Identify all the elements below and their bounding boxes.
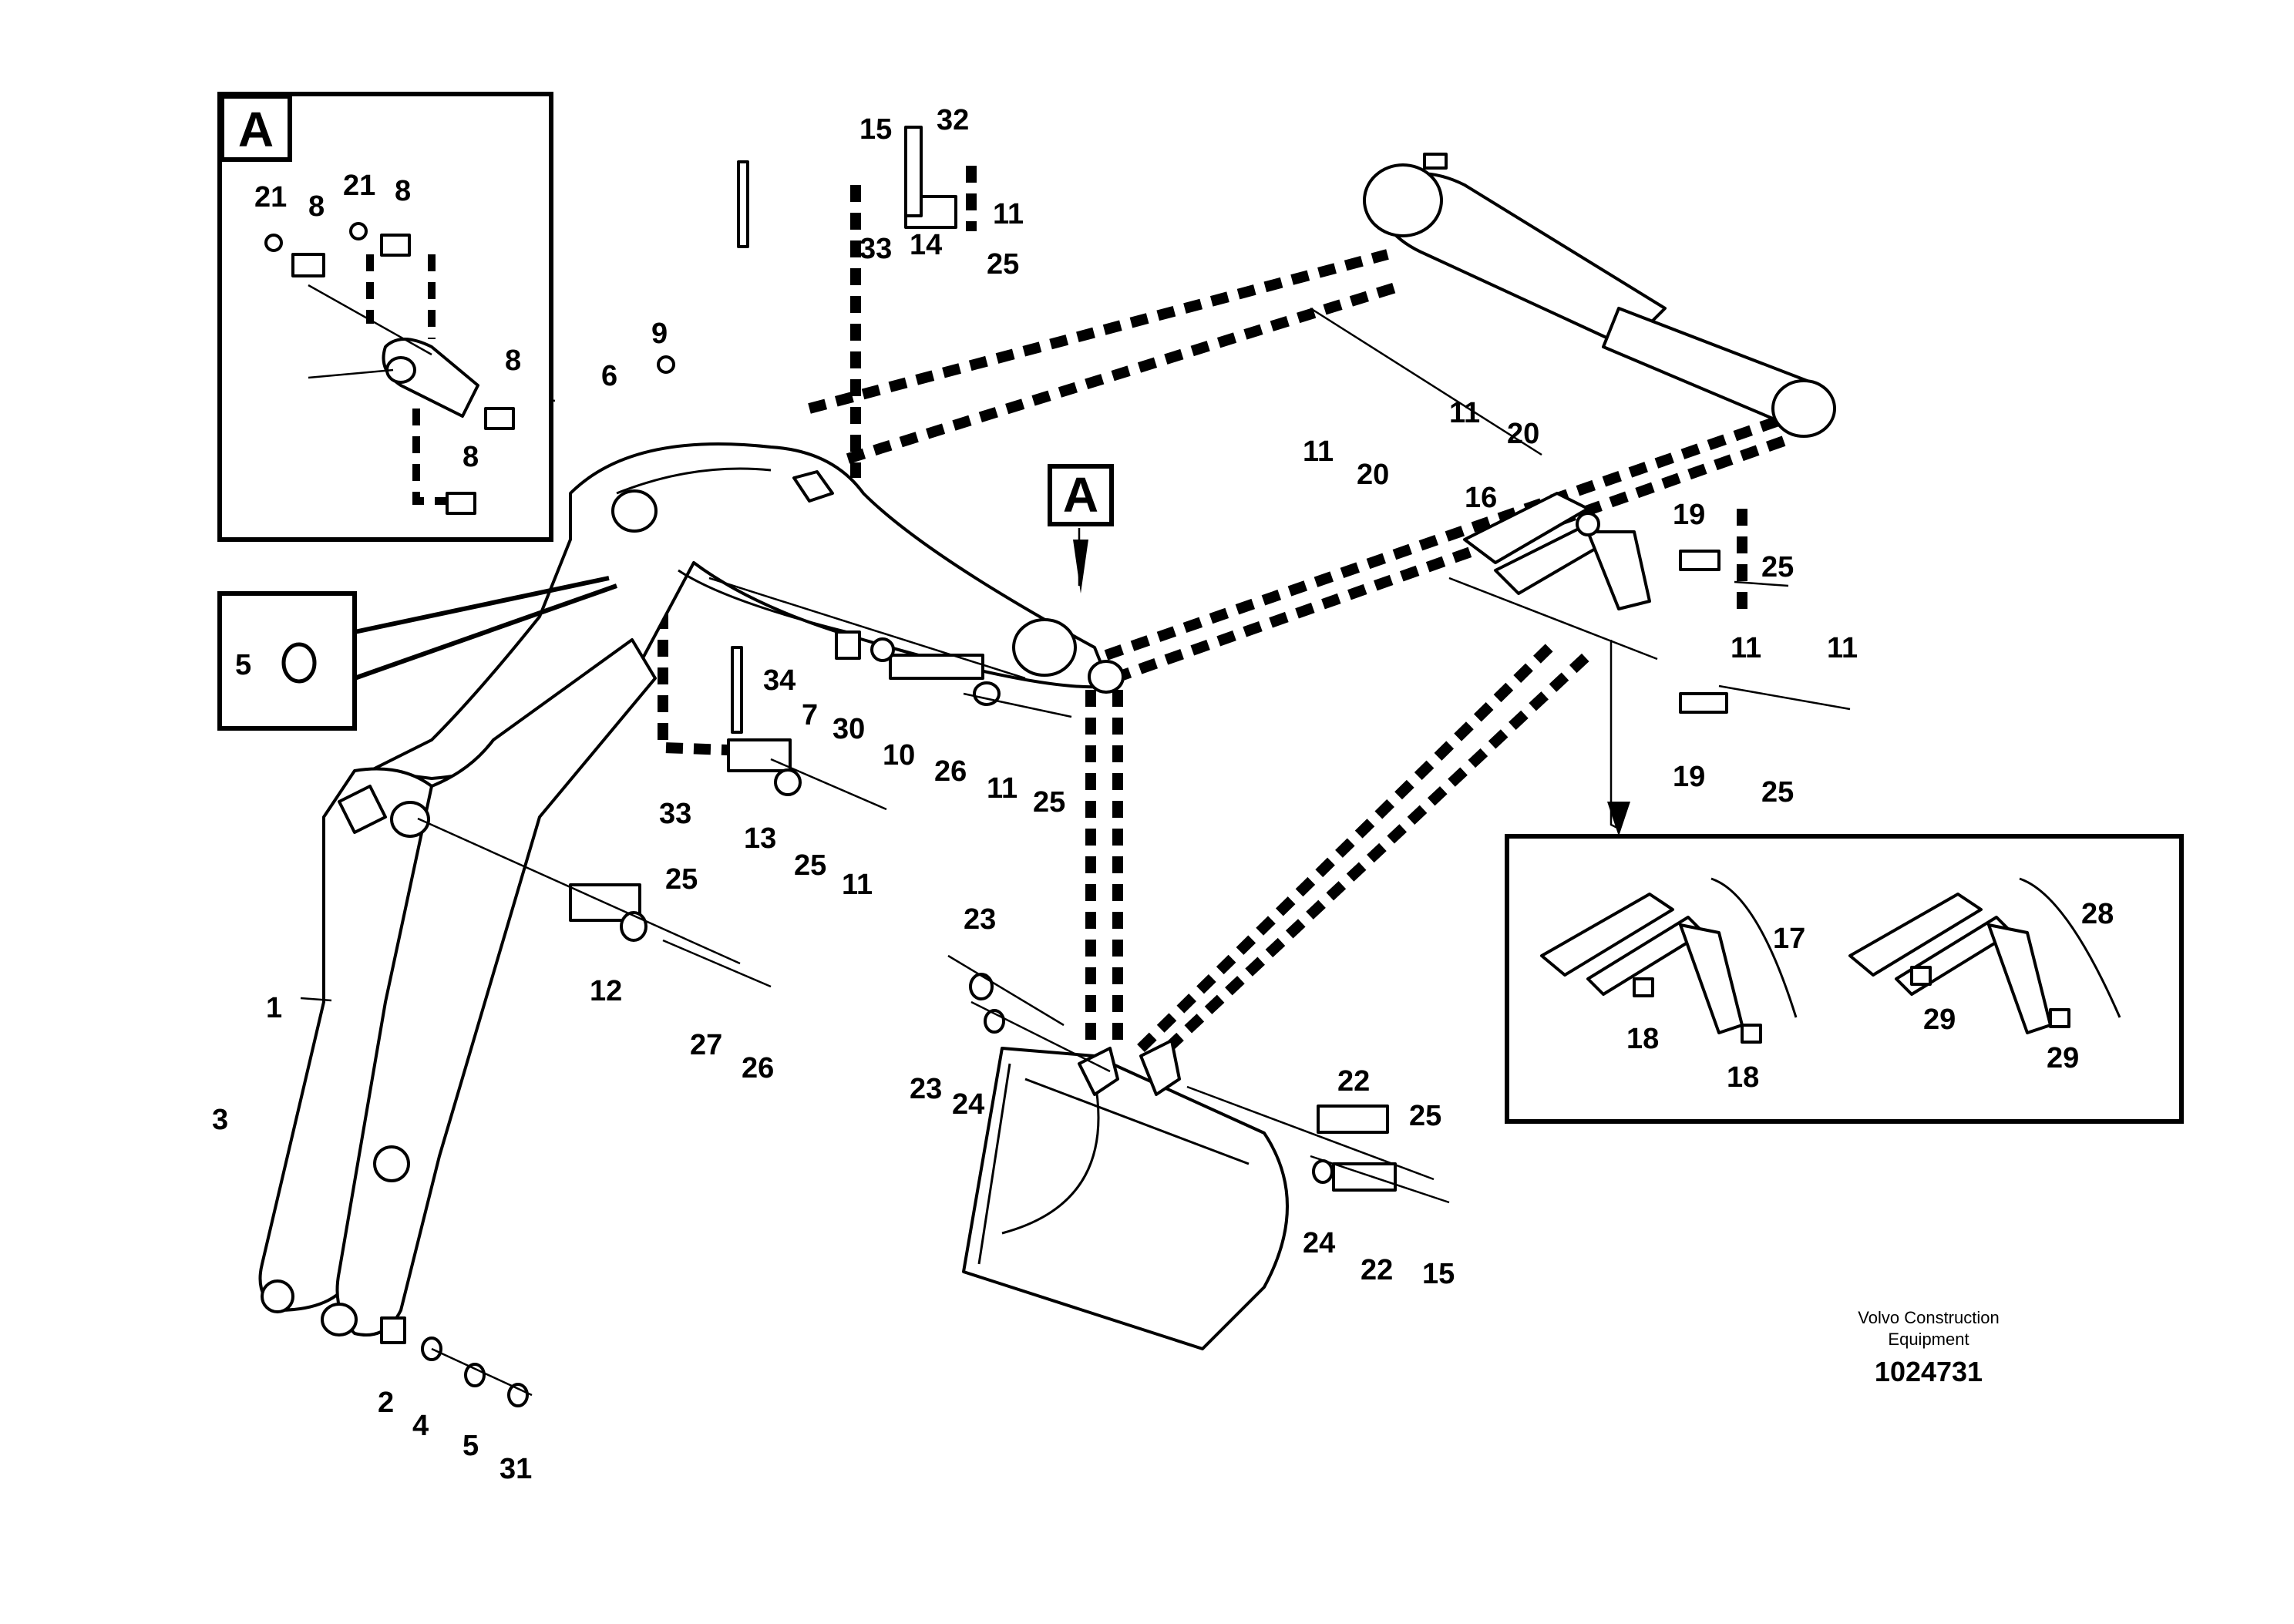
detail-a-marker [220,94,292,162]
callout: 7 [802,699,818,731]
callout: 29 [1923,1004,1956,1036]
callout: 3 [212,1104,228,1136]
boom-detail-a-marker: A [1048,464,1114,593]
callout: 5 [462,1430,479,1462]
callout: 5 [235,649,251,681]
callout: 6 [601,360,617,392]
detail-a-box: A [217,92,553,542]
callout: 32 [937,104,969,136]
callout: 11 [842,869,873,901]
callouts-upper-pin: 15 32 11 33 14 25 [859,104,1024,281]
lift-cylinder [1363,153,1836,438]
callout: 8 [395,175,411,207]
callout: 8 [308,190,325,223]
callout: 18 [1626,1023,1659,1055]
callout: 23 [910,1073,942,1105]
bucket [962,1039,1289,1350]
callout: 25 [665,863,698,896]
callout: 25 [1761,551,1794,583]
link-detail-box [1505,802,2184,1124]
callout: 11 [1731,632,1761,664]
callout: 19 [1673,761,1705,793]
callout: 21 [343,170,375,202]
callout: 2 [378,1387,394,1419]
callouts-link-detail: 17 18 18 28 29 29 [1626,898,2114,1094]
callout: 8 [462,441,479,473]
callout: 31 [500,1453,532,1485]
callout: 19 [1673,499,1705,531]
callout: 11 [1303,435,1334,468]
callout: 17 [1773,923,1805,955]
callout: 22 [1361,1254,1393,1286]
link-assembly [1463,492,1728,714]
drawing-number: 1024731 [1875,1356,1983,1387]
callout: 8 [505,345,521,377]
callout: 24 [952,1088,984,1121]
callouts-detail-a: 21 8 21 8 8 8 [254,170,521,473]
callout: 10 [883,739,915,772]
callout: 27 [690,1029,722,1061]
callout: 34 [763,664,796,697]
callout: 33 [659,798,691,830]
callout: 11 [1827,632,1858,664]
callout: 16 [1465,482,1497,514]
callout: 25 [1409,1100,1441,1132]
ring-seal-box [217,576,617,731]
callout: 11 [993,198,1024,230]
ring-seal-icon [281,642,317,684]
callouts-links: 11 20 11 20 16 19 25 11 11 19 25 [1303,397,1858,809]
callout: 12 [590,975,622,1007]
callout: 26 [742,1052,774,1084]
callout: 13 [744,822,776,855]
callout: 9 [651,318,668,350]
callout: 15 [1422,1258,1455,1290]
callout: 1 [266,992,282,1024]
callout: 11 [987,772,1018,805]
callout: 20 [1507,418,1539,450]
callout: 23 [964,903,996,936]
callouts-arm: 1 3 25 12 27 26 2 4 5 31 [212,863,774,1485]
company-line1: Volvo Construction [1858,1308,1999,1327]
callout: 25 [794,849,826,882]
callout: 14 [910,229,942,261]
callout: 33 [859,233,892,265]
callout: 30 [832,713,865,745]
callout: 26 [934,755,967,788]
callout: 29 [2047,1042,2079,1074]
callout: 20 [1357,459,1389,491]
callout: 25 [1761,776,1794,809]
callouts-ring-box: 5 [235,649,251,681]
callout: 15 [859,113,892,146]
callout: 11 [1449,397,1480,429]
callouts-bucket: 23 23 24 22 25 24 22 15 [910,903,1455,1290]
detail-a-marker-label: A [238,102,274,157]
company-line2: Equipment [1888,1330,1969,1349]
callout: 18 [1727,1061,1759,1094]
assembly-dashed-lines [384,166,1791,1053]
svg-text:A: A [1063,467,1098,523]
callout: 22 [1337,1065,1370,1098]
callout: 25 [987,248,1019,281]
callout: 21 [254,181,287,214]
callout: 24 [1303,1227,1335,1259]
callout: 28 [2081,898,2114,930]
callout: 25 [1033,786,1065,819]
callout: 4 [412,1410,429,1442]
callouts-boom: 6 9 7 30 10 26 11 25 34 33 13 25 11 [601,318,1065,901]
footer-credit: Volvo Construction Equipment 1024731 [1858,1308,1999,1387]
